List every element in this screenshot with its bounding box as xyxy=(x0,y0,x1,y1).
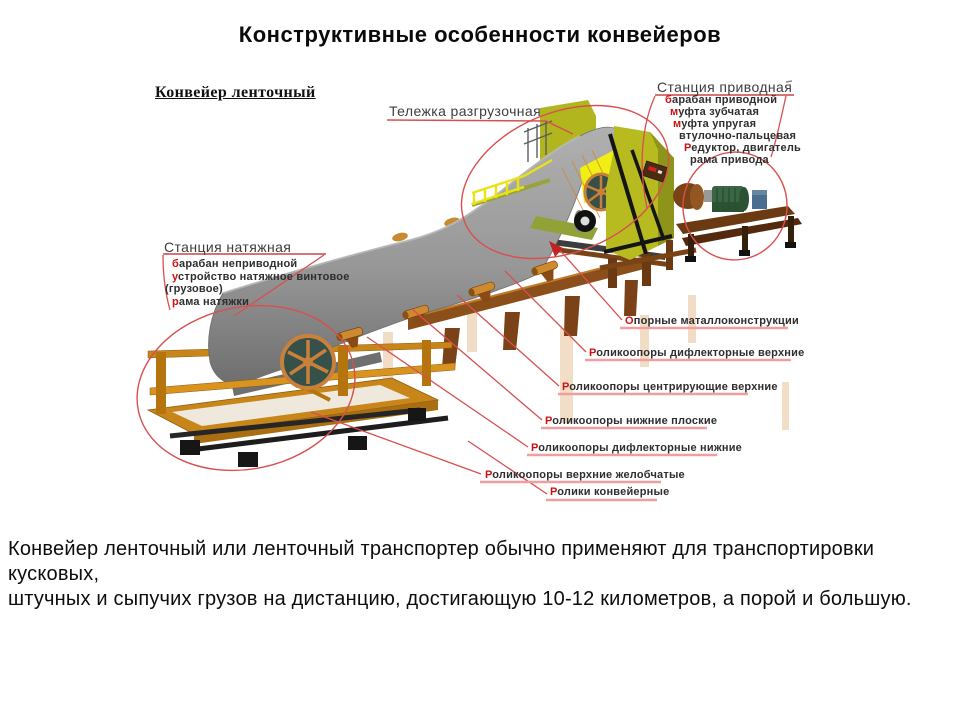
page-title: Конструктивные особенности конвейеров xyxy=(238,22,722,47)
callout-centering-rollers-upper: Роликоопоры центрирующие верхние xyxy=(562,381,778,393)
drive-item: втулочно-пальцевая xyxy=(679,130,797,142)
trolley-internals xyxy=(530,149,619,240)
caption-line: Конвейер ленточный или ленточный транспо… xyxy=(8,538,875,585)
conveyor-belt xyxy=(208,126,646,385)
caption: Конвейер ленточный или ленточный транспо… xyxy=(8,537,948,612)
callout-deflector-rollers-upper: Роликоопоры дифлекторные верхние xyxy=(589,347,805,359)
tension-item: рама натяжки xyxy=(172,296,250,308)
arrowhead xyxy=(549,241,563,257)
tension-item: (грузовое) xyxy=(165,283,223,295)
tension-station-header: Станция натяжная xyxy=(164,239,292,255)
drive-item: рама привода xyxy=(690,154,769,166)
trolley-label: Тележка разгрузочная xyxy=(389,103,542,119)
tension-station-frame xyxy=(146,340,456,467)
drive-item: барабан приводной xyxy=(665,94,778,106)
drive-item: муфта зубчатая xyxy=(670,106,760,118)
tension-far-rail xyxy=(147,341,453,359)
roller-stations xyxy=(334,259,563,352)
tension-item: устройство натяжное винтовое xyxy=(172,271,350,283)
walkway-railing xyxy=(471,158,553,207)
caption-line: штучных и сыпучих грузов на дистанцию, д… xyxy=(8,588,912,610)
drive-item: муфта упругая xyxy=(673,118,757,130)
callout-troughed-rollers-upper: Роликоопоры верхние желобчатые xyxy=(485,469,685,481)
callout-support-structures: Опорные маталлоконструкции xyxy=(625,315,799,327)
drive-housing xyxy=(599,126,697,288)
tension-item: барабан неприводной xyxy=(172,258,298,270)
tension-drum-wheel xyxy=(280,334,336,390)
diagram-heading: Конвейер ленточный xyxy=(155,84,316,101)
callout-conveyor-rollers: Ролики конвейерные xyxy=(550,486,670,498)
drive-station-header: Станция приводная xyxy=(657,79,793,95)
drive-motor-assembly xyxy=(673,183,802,262)
belt-return-strand xyxy=(232,352,382,396)
callout-deflector-rollers-lower: Роликоопоры дифлекторные нижние xyxy=(531,442,742,454)
callout-lower-flat-rollers: Роликоопоры нижние плоские xyxy=(545,415,718,427)
far-rollers xyxy=(392,198,511,242)
drive-item: Редуктор, двигатель xyxy=(684,142,801,154)
